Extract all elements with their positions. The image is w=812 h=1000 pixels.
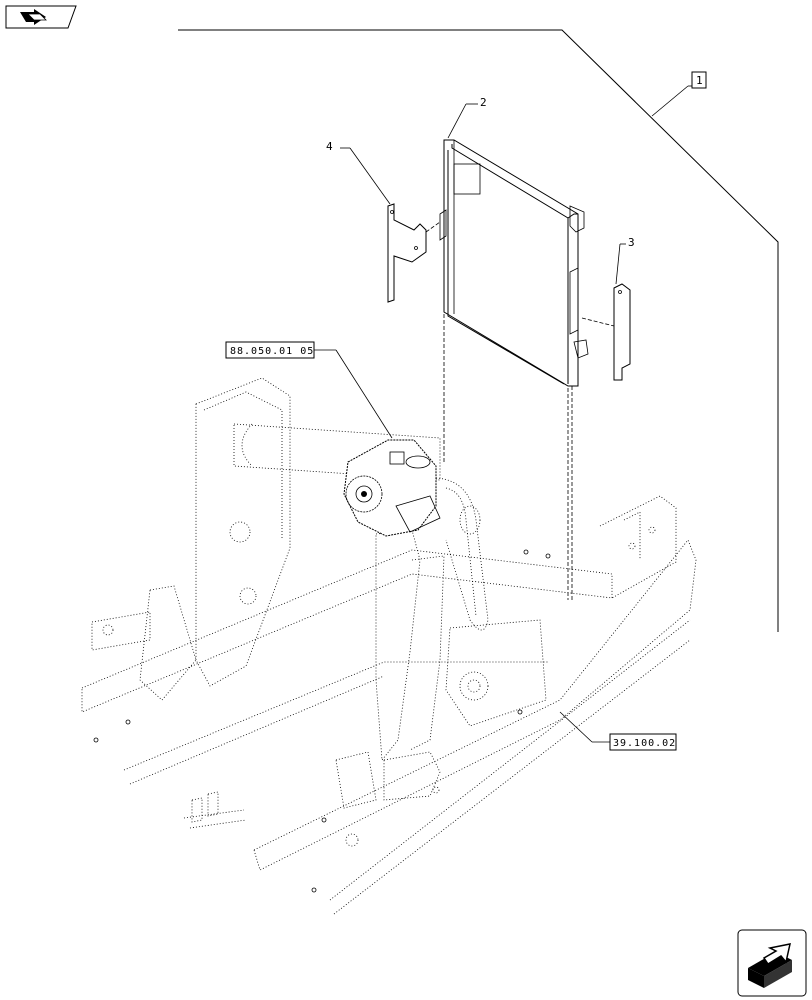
callout-box-1: 1 [691,71,707,89]
bracket-left [387,203,441,303]
svg-text:39.100.02: 39.100.02 [613,738,676,749]
callout-2: 2 [447,96,487,139]
drive-belt [435,477,489,631]
reference-frame[interactable]: 39.100.02 [559,711,677,751]
next-page-icon[interactable] [737,929,807,997]
svg-text:3: 3 [628,236,635,249]
svg-text:2: 2 [480,96,487,109]
tractor-frame [81,377,697,915]
bracket-right [581,283,631,381]
reference-compressor[interactable]: 88.050.01 05 [225,341,393,439]
callout-1: 1 [696,74,703,87]
svg-text:4: 4 [326,140,333,153]
compressor [343,439,441,537]
callout-3: 3 [615,236,635,285]
condenser [439,139,589,387]
svg-text:88.050.01 05: 88.050.01 05 [230,346,314,357]
mounting-guide-lines [443,314,573,600]
previous-page-icon[interactable] [5,5,77,29]
callout-4: 4 [326,140,391,205]
assembly-bracket-line [178,29,779,632]
